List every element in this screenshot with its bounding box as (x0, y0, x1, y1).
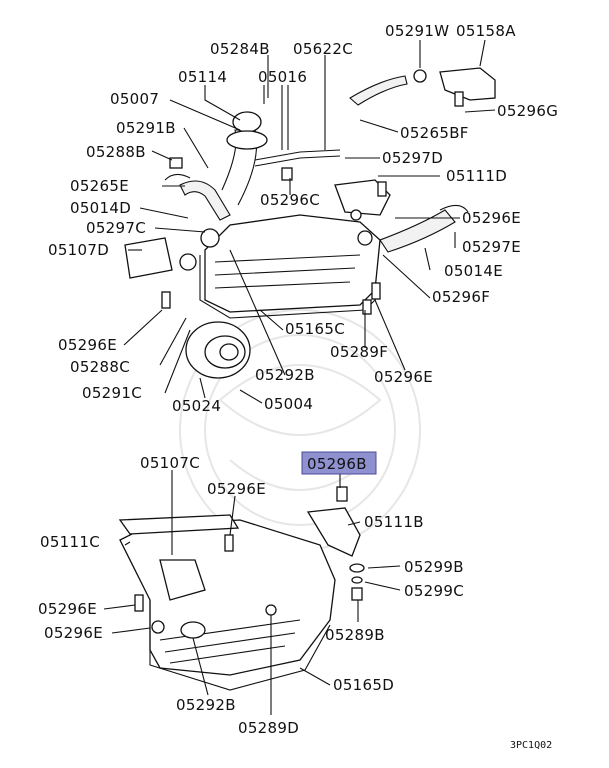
label-05292B-top[interactable]: 05292B (255, 366, 315, 384)
label-05158A[interactable]: 05158A (456, 22, 516, 40)
label-05296E-lower[interactable]: 05296E (207, 480, 266, 498)
label-05622C[interactable]: 05622C (293, 40, 353, 58)
label-05024[interactable]: 05024 (172, 397, 221, 415)
label-05291C[interactable]: 05291C (82, 384, 142, 402)
filler-hose (179, 180, 231, 221)
label-05288C[interactable]: 05288C (70, 358, 130, 376)
label-05291B[interactable]: 05291B (116, 119, 176, 137)
label-05107D[interactable]: 05107D (48, 241, 109, 259)
label-05265E[interactable]: 05265E (70, 177, 129, 195)
bracket-05111B (306, 507, 361, 557)
label-05291W[interactable]: 05291W (385, 22, 449, 40)
label-05299C[interactable]: 05299C (404, 582, 464, 600)
label-05296C[interactable]: 05296C (260, 191, 320, 209)
label-05014D[interactable]: 05014D (70, 199, 131, 217)
lower-assembly (118, 486, 365, 691)
label-05265BF[interactable]: 05265BF (400, 124, 469, 142)
upper-assembly (124, 67, 496, 379)
label-05289B[interactable]: 05289B (325, 626, 385, 644)
label-05296E-ll1[interactable]: 05296E (38, 600, 97, 618)
label-05288B[interactable]: 05288B (86, 143, 146, 161)
label-05296E-left[interactable]: 05296E (58, 336, 117, 354)
label-05007[interactable]: 05007 (110, 90, 159, 108)
label-05292B-bottom[interactable]: 05292B (176, 696, 236, 714)
label-05284B[interactable]: 05284B (210, 40, 270, 58)
label-05296E-ll2[interactable]: 05296E (44, 624, 103, 642)
leader-lines (103, 39, 496, 715)
label-05111B[interactable]: 05111B (364, 513, 424, 531)
mount-bracket-05107C (159, 559, 206, 601)
highlight-box (301, 451, 377, 475)
label-05289D[interactable]: 05289D (238, 719, 299, 737)
label-05297C[interactable]: 05297C (86, 219, 146, 237)
label-05296E-right[interactable]: 05296E (374, 368, 433, 386)
label-05296B[interactable]: 05296B (307, 455, 367, 473)
label-05014E[interactable]: 05014E (444, 262, 503, 280)
breather-pipe (254, 149, 341, 167)
label-05111C[interactable]: 05111C (40, 533, 100, 551)
label-05016[interactable]: 05016 (258, 68, 307, 86)
label-05114[interactable]: 05114 (178, 68, 227, 86)
label-05289F[interactable]: 05289F (330, 343, 388, 361)
label-05107C[interactable]: 05107C (140, 454, 200, 472)
label-05111D[interactable]: 05111D (446, 167, 507, 185)
label-05165D[interactable]: 05165D (333, 676, 394, 694)
label-05296E-top[interactable]: 05296E (462, 209, 521, 227)
part-labels: 05291W 05158A 05284B 05622C 05114 05016 … (38, 22, 558, 751)
bracket-05111D (334, 179, 391, 216)
right-hose (379, 209, 456, 253)
label-05297D[interactable]: 05297D (382, 149, 443, 167)
mount-bracket-05107D (124, 237, 173, 279)
label-05165C[interactable]: 05165C (285, 320, 345, 338)
label-05296F[interactable]: 05296F (432, 288, 490, 306)
vent-hose-top (349, 75, 408, 106)
figure-code: 3PC1Q02 (510, 740, 552, 751)
label-05296G[interactable]: 05296G (497, 102, 558, 120)
label-05299B[interactable]: 05299B (404, 558, 464, 576)
label-05297E[interactable]: 05297E (462, 238, 521, 256)
bracket-05158A (439, 67, 496, 101)
label-05004[interactable]: 05004 (264, 395, 313, 413)
bracket-05111C (118, 514, 240, 535)
fuel-tank-upper (204, 214, 381, 313)
